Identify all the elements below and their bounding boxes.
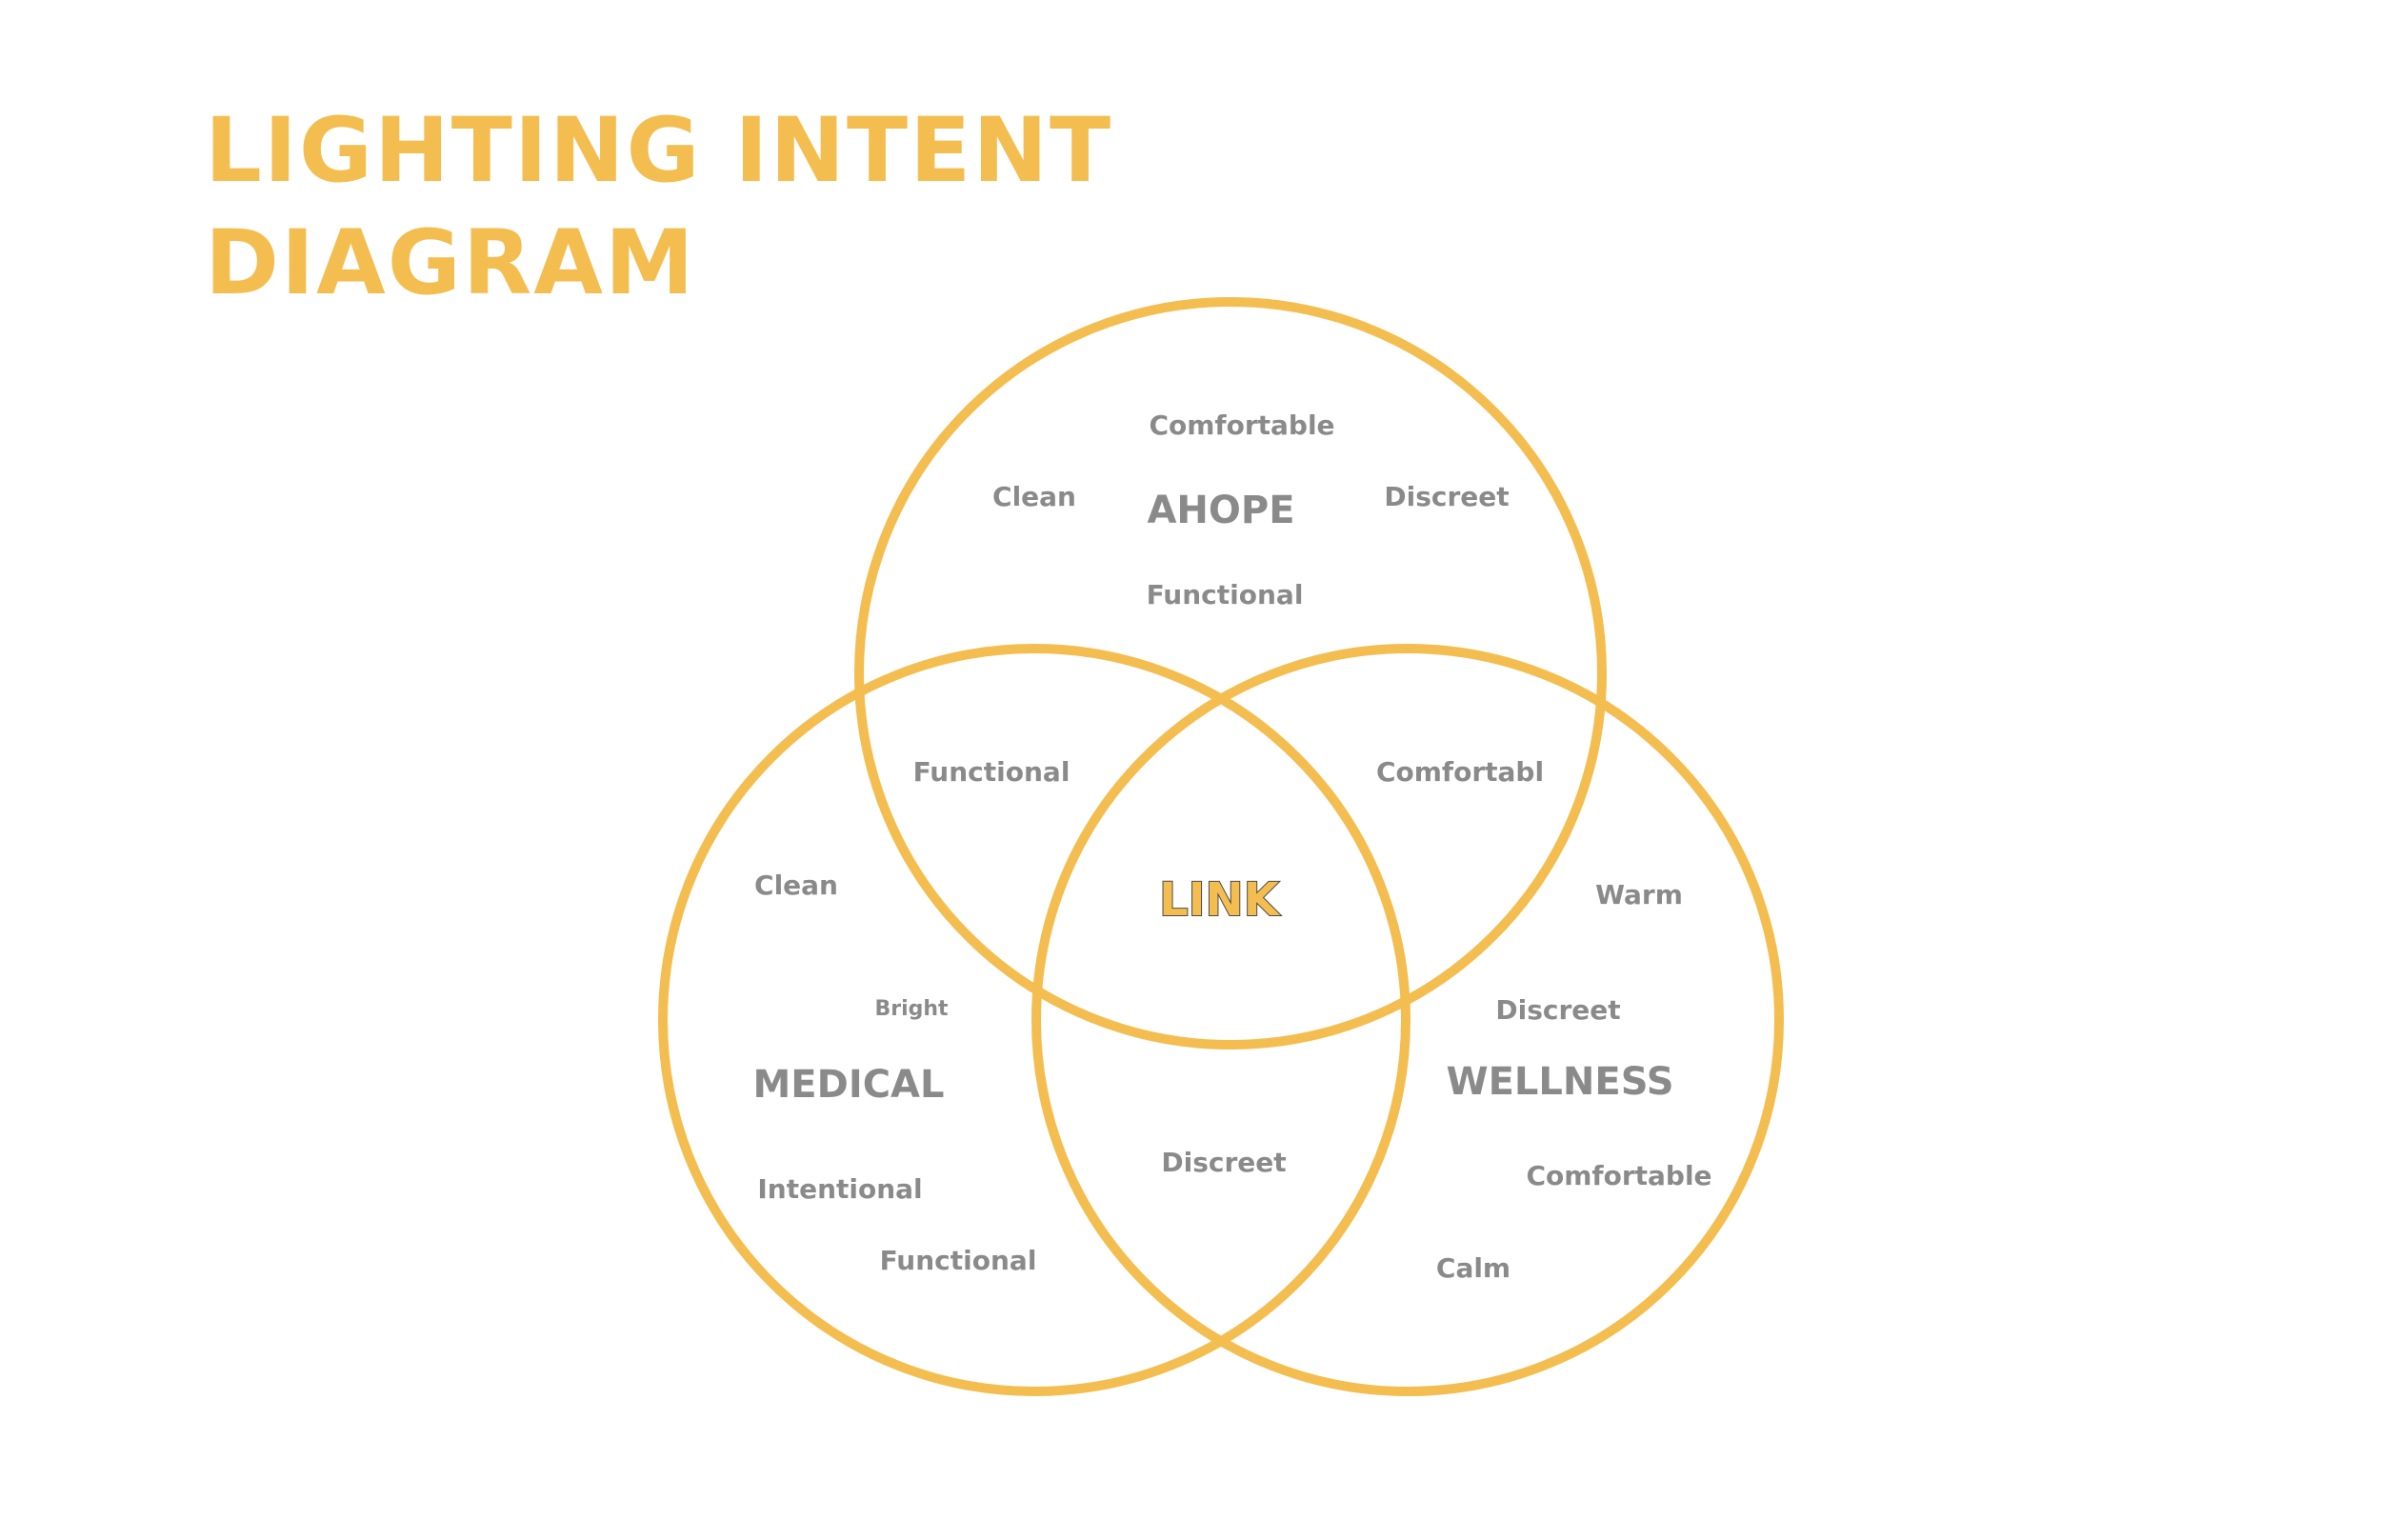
- page-title-line-2: DIAGRAM: [205, 211, 696, 315]
- wellness-term-comfortable: Comfortable: [1526, 1160, 1711, 1191]
- wellness-term-calm: Calm: [1436, 1252, 1511, 1284]
- ahope-medical-term-functional: Functional: [913, 756, 1070, 788]
- page-title-line-1: LIGHTING INTENT: [205, 99, 1113, 203]
- ahope-term-discreet: Discreet: [1384, 481, 1509, 512]
- ahope-wellness-term-comfortable: Comfortabl: [1376, 756, 1544, 788]
- wellness-term-discreet: Discreet: [1495, 994, 1620, 1026]
- ahope-label: AHOPE: [1147, 489, 1294, 532]
- medical-wellness-term-discreet: Discreet: [1161, 1147, 1286, 1178]
- ahope-circle: [854, 297, 1607, 1050]
- medical-term-clean: Clean: [754, 870, 838, 901]
- medical-circle: [658, 644, 1411, 1396]
- wellness-label: WELLNESS: [1446, 1060, 1673, 1104]
- medical-term-functional: Functional: [880, 1245, 1037, 1276]
- wellness-term-warm: Warm: [1595, 879, 1683, 910]
- center-label-link: LINK: [1159, 873, 1281, 927]
- wellness-circle: [1031, 644, 1784, 1396]
- ahope-term-functional: Functional: [1147, 579, 1304, 610]
- medical-term-bright: Bright: [874, 997, 949, 1021]
- ahope-term-comfortable: Comfortable: [1149, 410, 1334, 441]
- medical-term-intentional: Intentional: [757, 1173, 922, 1205]
- ahope-term-clean: Clean: [992, 481, 1076, 512]
- medical-label: MEDICAL: [752, 1063, 944, 1107]
